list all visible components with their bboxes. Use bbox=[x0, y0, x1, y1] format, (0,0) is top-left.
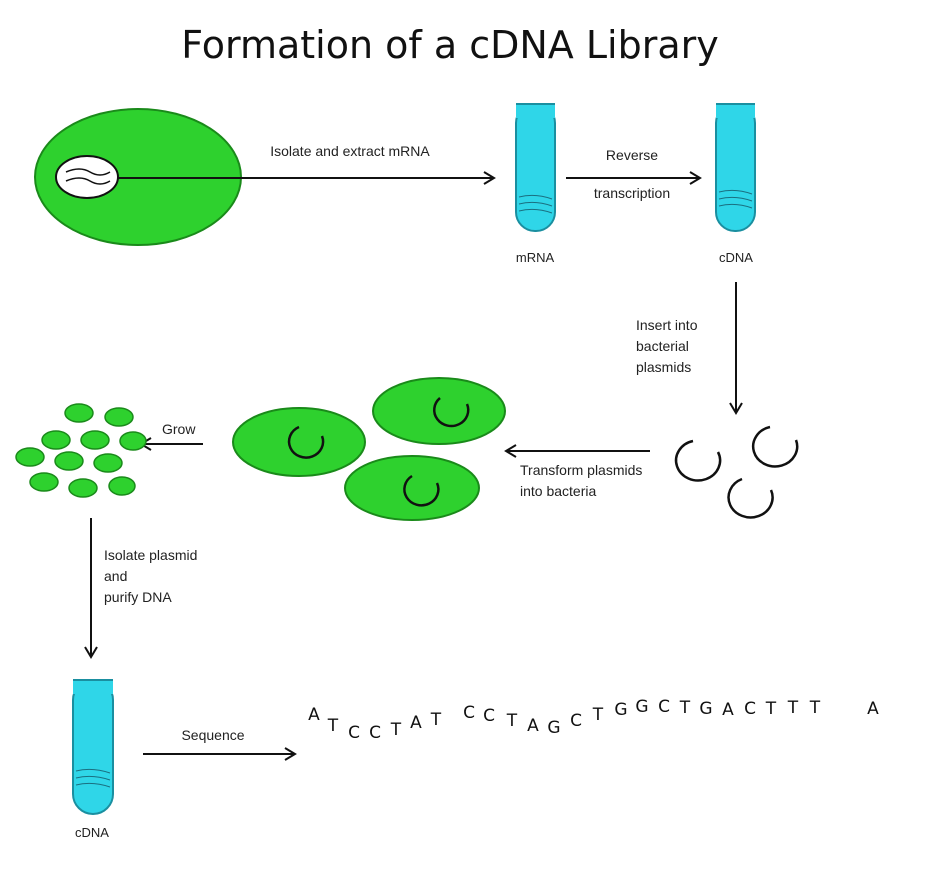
sequence-base: T bbox=[506, 711, 518, 731]
sequence-base: T bbox=[787, 698, 799, 718]
bacterium-plasmid-icon bbox=[403, 474, 440, 507]
sequence-base: C bbox=[463, 703, 475, 723]
sequence-base: G bbox=[614, 700, 627, 720]
mrna-tube bbox=[515, 103, 556, 232]
isolate-label-line2: and bbox=[104, 568, 127, 584]
sequence-base: A bbox=[410, 713, 422, 733]
cell-nucleus bbox=[55, 155, 119, 199]
cdna-tube bbox=[715, 103, 756, 232]
bacterium bbox=[372, 377, 506, 445]
purified-cdna-tube bbox=[72, 679, 114, 815]
sequence-base: C bbox=[348, 723, 360, 743]
bacterium bbox=[232, 407, 366, 477]
sequence-base: A bbox=[308, 705, 320, 725]
sequence-base: T bbox=[765, 699, 777, 719]
sequence-base: C bbox=[570, 711, 582, 731]
grow-label: Grow bbox=[162, 421, 196, 437]
sequence-base: C bbox=[483, 706, 495, 726]
transform-label-line2: into bacteria bbox=[520, 483, 596, 499]
sequence-base: T bbox=[592, 705, 604, 725]
sequence-base: C bbox=[369, 723, 381, 743]
sequence-base: A bbox=[867, 699, 879, 719]
sequence-base: G bbox=[547, 718, 560, 738]
sequence-base: C bbox=[658, 697, 670, 717]
mrna-tube-label: mRNA bbox=[516, 250, 555, 265]
mrna-tube-strands-icon bbox=[518, 194, 553, 214]
purified-tube-label: cDNA bbox=[75, 825, 109, 840]
sequence-base: T bbox=[809, 698, 821, 718]
sequence-label: Sequence bbox=[181, 727, 244, 743]
purified-tube-strands-icon bbox=[75, 768, 111, 788]
bacterium-plasmid-icon bbox=[287, 425, 325, 459]
sequence-base: T bbox=[390, 720, 402, 740]
plasmid-icon bbox=[727, 477, 774, 519]
diagram-title: Formation of a cDNA Library bbox=[181, 23, 718, 67]
sequence-base: T bbox=[430, 710, 442, 730]
plasmid-icon bbox=[674, 439, 722, 482]
mrna-strand-icon bbox=[65, 168, 111, 185]
isolate-label-line1: Isolate plasmid bbox=[104, 547, 197, 563]
insert-label-line2: bacterial bbox=[636, 338, 689, 354]
transform-label-line1: Transform plasmids bbox=[520, 462, 642, 478]
sequence-base: G bbox=[699, 699, 712, 719]
sequence-base: C bbox=[744, 699, 756, 719]
bacterial-colonies bbox=[15, 403, 147, 498]
extract-label: Isolate and extract mRNA bbox=[270, 143, 430, 159]
reverse-label-line1: Reverse bbox=[606, 147, 658, 163]
sequence-base: T bbox=[327, 716, 339, 736]
bacterium-plasmid-icon bbox=[433, 397, 470, 428]
bacterium bbox=[344, 455, 480, 521]
reverse-label-line2: transcription bbox=[594, 185, 670, 201]
cdna-tube-label: cDNA bbox=[719, 250, 753, 265]
plasmid-icon bbox=[751, 425, 799, 468]
sequence-base: G bbox=[635, 697, 648, 717]
isolate-label-line3: purify DNA bbox=[104, 589, 172, 605]
cdna-tube-strands-icon bbox=[718, 189, 753, 209]
insert-label-line1: Insert into bbox=[636, 317, 698, 333]
insert-label-line3: plasmids bbox=[636, 359, 691, 375]
sequence-base: A bbox=[722, 700, 734, 720]
sequence-base: A bbox=[527, 716, 539, 736]
sequence-base: T bbox=[679, 698, 691, 718]
